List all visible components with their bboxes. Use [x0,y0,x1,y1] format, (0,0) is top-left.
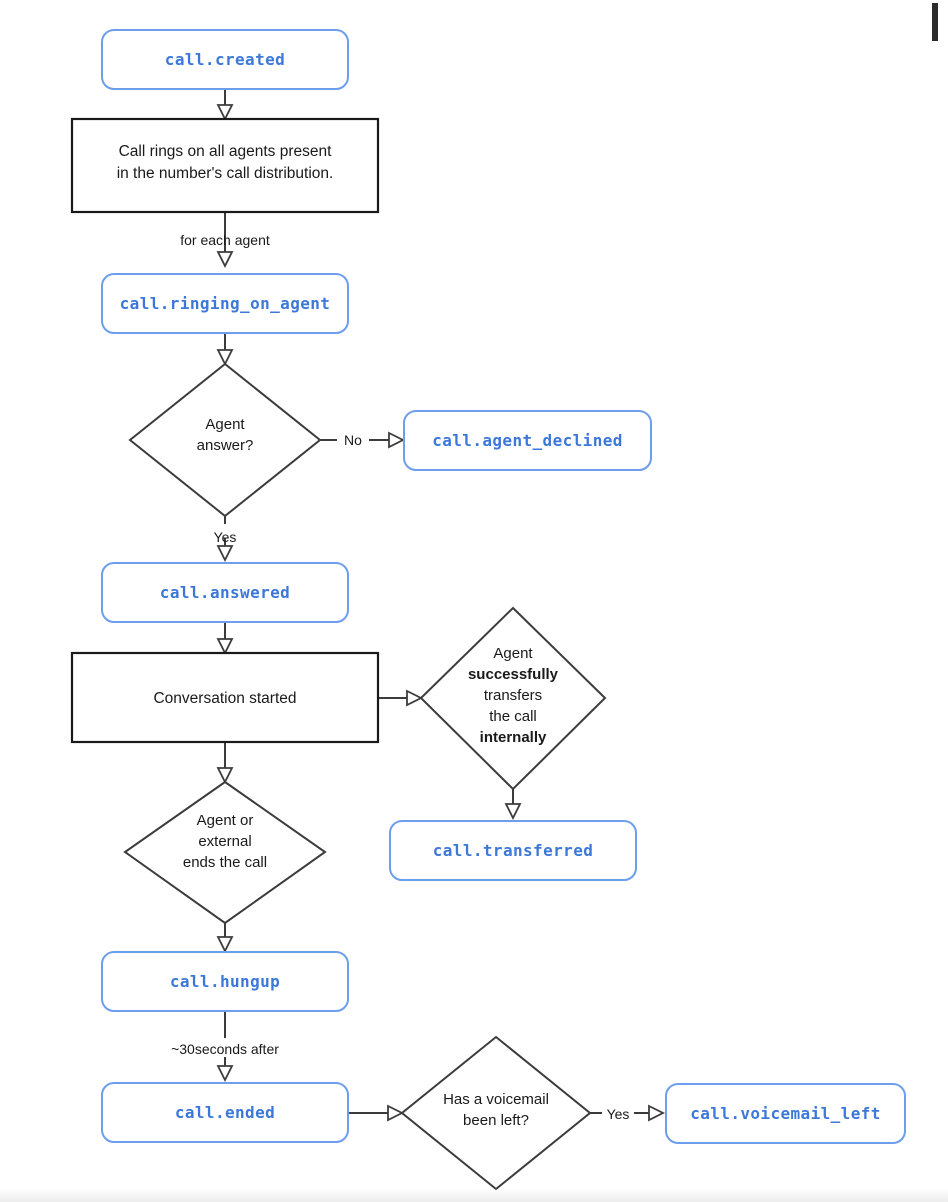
arrowhead-created-to-rings [216,104,234,122]
call-created-box[interactable] [101,29,349,90]
has-voicemail-line2: been left? [463,1112,529,1129]
call-transferred-label: call.transferred [433,841,594,860]
arrowhead-answer-to-answered [216,545,234,563]
node-agent-transfers-decision[interactable]: Agent successfully transfers the call in… [419,606,607,791]
edge-label-for-each-agent: for each agent [180,232,270,248]
node-conversation-started[interactable]: Conversation started [70,651,380,744]
arrowhead-conversation-to-ends [216,767,234,785]
scroll-indicator-bar[interactable] [932,3,938,41]
call-created-label: call.created [165,50,285,69]
arrowhead-ends-to-hungup [216,936,234,954]
edge-label-thirty-seconds: ~30seconds after [171,1041,279,1057]
node-call-transferred[interactable]: call.transferred [389,820,637,881]
call-answered-label: call.answered [160,583,290,602]
call-hungup-label: call.hungup [170,972,280,991]
node-call-ended[interactable]: call.ended [101,1082,349,1143]
agent-or-external-ends-line3: ends the call [183,854,267,871]
arrowhead-rings-to-ringing [216,251,234,269]
call-hungup-box[interactable] [101,951,349,1012]
call-rings-label-line1: Call rings on all agents present [119,143,333,160]
agent-transfers-line1: Agent [493,645,533,662]
conversation-started-box[interactable] [70,651,380,744]
agent-transfers-line5: internally [480,729,547,746]
has-voicemail-line1: Has a voicemail [443,1091,549,1108]
arrowhead-voicemail-to-left [648,1104,666,1122]
arrowhead-answered-to-conversation [216,638,234,656]
agent-transfers-diamond[interactable] [419,606,607,791]
call-ended-box[interactable] [101,1082,349,1143]
call-answered-box[interactable] [101,562,349,623]
agent-or-external-ends-diamond[interactable] [123,780,327,925]
agent-transfers-line2: successfully [468,666,559,683]
call-agent-declined-label: call.agent_declined [432,431,623,450]
node-has-voicemail-decision[interactable]: Has a voicemail been left? [400,1035,592,1191]
call-agent-declined-box[interactable] [403,410,652,471]
edge-label-yes-voicemail: Yes [607,1106,630,1122]
arrowhead-conversation-to-transfer [406,689,424,707]
node-agent-or-external-ends-decision[interactable]: Agent or external ends the call [123,780,327,925]
arrowhead-ended-to-voicemail-decision [387,1104,405,1122]
agent-transfers-line4: the call [489,708,537,725]
call-voicemail-left-label: call.voicemail_left [690,1104,881,1123]
edges-group [216,89,666,1122]
node-call-voicemail-left[interactable]: call.voicemail_left [665,1083,906,1144]
arrowhead-transfer-to-transferred [504,803,522,821]
edge-label-yes-answer: Yes [214,529,237,545]
conversation-started-label: Conversation started [153,690,296,707]
call-transferred-box[interactable] [389,820,637,881]
node-call-agent-declined[interactable]: call.agent_declined [403,410,652,471]
node-call-hungup[interactable]: call.hungup [101,951,349,1012]
call-ended-label: call.ended [175,1103,275,1122]
agent-answer-label-line1: Agent [205,416,245,433]
node-call-created[interactable]: call.created [101,29,349,90]
edge-label-no: No [344,432,362,448]
arrowhead-answer-to-declined [388,431,406,449]
arrowhead-ringing-to-answer [216,349,234,367]
agent-transfers-line3: transfers [484,687,542,704]
agent-answer-diamond[interactable] [128,362,322,518]
node-call-ringing-on-agent[interactable]: call.ringing_on_agent [101,273,349,334]
call-ringing-on-agent-label: call.ringing_on_agent [120,294,331,313]
call-ringing-on-agent-box[interactable] [101,273,349,334]
node-agent-answer-decision[interactable]: Agent answer? [128,362,322,518]
call-rings-label-line2: in the number's call distribution. [117,165,334,182]
arrowhead-hungup-to-ended [216,1065,234,1083]
node-call-answered[interactable]: call.answered [101,562,349,623]
edge-labels-group: for each agent No Yes ~30seconds after Y… [171,232,629,1122]
call-rings-box[interactable] [70,117,380,214]
agent-or-external-ends-line2: external [198,833,251,850]
node-call-rings[interactable]: Call rings on all agents present in the … [70,117,380,214]
call-voicemail-left-box[interactable] [665,1083,906,1144]
agent-or-external-ends-line1: Agent or [197,812,254,829]
agent-answer-label-line2: answer? [197,437,254,454]
